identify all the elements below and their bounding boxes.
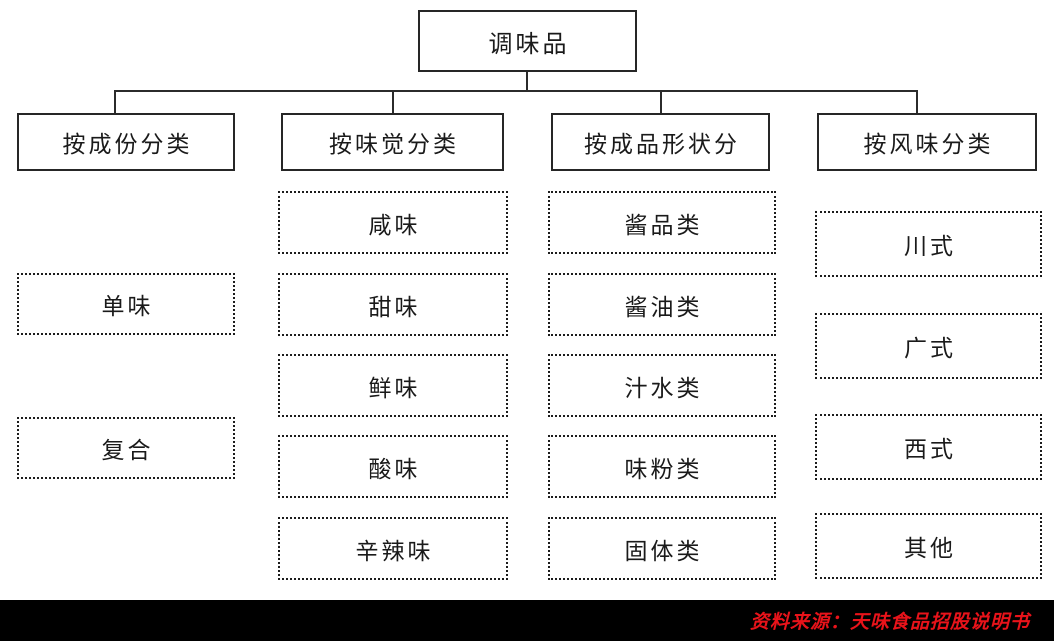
branch-4-item-3: 西式 (815, 414, 1042, 480)
root-node-condiments: 调味品 (418, 10, 637, 72)
branch-header-4: 按风味分类 (817, 113, 1037, 171)
source-attribution: 资料来源：天味食品招股说明书 (749, 612, 1030, 633)
branch-4-item-4: 其他 (815, 513, 1042, 579)
connector-horizontal-bus (114, 90, 918, 92)
connector-root-stem (526, 72, 528, 91)
branch-header-3: 按成品形状分 (551, 113, 770, 171)
branch-4-item-1: 川式 (815, 211, 1042, 277)
branch-3-item-1: 酱品类 (548, 191, 776, 254)
branch-2-item-5: 辛辣味 (278, 517, 508, 580)
branch-1-item-1: 单味 (17, 273, 235, 335)
connector-drop-3 (660, 90, 662, 113)
branch-3-item-2: 酱油类 (548, 273, 776, 336)
branch-2-item-3: 鲜味 (278, 354, 508, 417)
branch-3-item-3: 汁水类 (548, 354, 776, 417)
branch-3-item-5: 固体类 (548, 517, 776, 580)
connector-drop-4 (916, 90, 918, 113)
branch-2-item-1: 咸味 (278, 191, 508, 254)
branch-2-item-2: 甜味 (278, 273, 508, 336)
branch-2-item-4: 酸味 (278, 435, 508, 498)
connector-drop-2 (392, 90, 394, 113)
branch-header-2: 按味觉分类 (281, 113, 504, 171)
footer-bar: 资料来源：天味食品招股说明书 (0, 600, 1054, 641)
connector-drop-1 (114, 90, 116, 113)
branch-1-item-2: 复合 (17, 417, 235, 479)
branch-header-1: 按成份分类 (17, 113, 235, 171)
branch-4-item-2: 广式 (815, 313, 1042, 379)
branch-3-item-4: 味粉类 (548, 435, 776, 498)
